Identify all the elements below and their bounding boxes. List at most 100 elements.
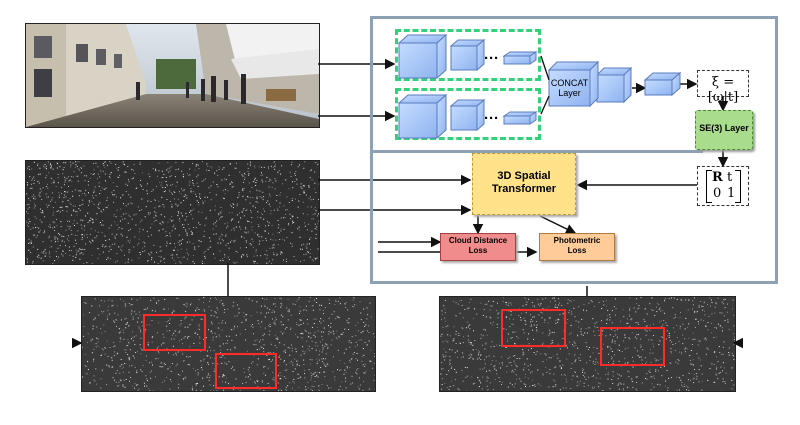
cloud-point [164, 216, 166, 218]
cloud-point [61, 253, 63, 255]
cloud-point [138, 257, 140, 259]
cloud-point [484, 303, 486, 305]
cloud-point [357, 359, 358, 361]
cloud-point [482, 368, 484, 370]
cloud-point [335, 337, 337, 339]
cloud-point [649, 329, 651, 331]
cloud-point [291, 200, 293, 202]
cloud-point [351, 358, 353, 360]
cloud-point [248, 370, 250, 372]
cloud-point [123, 203, 124, 205]
cloud-point [146, 324, 148, 326]
cloud-point [38, 182, 40, 184]
cloud-point [546, 371, 548, 373]
cloud-point [170, 381, 172, 383]
cloud-point [102, 349, 104, 351]
cloud-point [479, 368, 481, 370]
cloud-point [241, 255, 243, 257]
cloud-point [42, 211, 44, 213]
cloud-point [238, 195, 240, 197]
cloud-point [187, 337, 188, 339]
cloud-point [231, 212, 233, 214]
cloud-point [460, 357, 462, 359]
cloud-point [33, 183, 34, 184]
cloud-point [305, 330, 307, 332]
cloud-point [68, 240, 70, 242]
cloud-point [170, 166, 172, 168]
cloud-point [272, 244, 274, 246]
cloud-point [205, 218, 207, 220]
cloud-point [51, 182, 53, 184]
cloud-point [295, 198, 296, 200]
cloud-point [112, 194, 114, 196]
cloud-point [141, 185, 142, 187]
cloud-point [227, 308, 229, 310]
cloud-point [310, 206, 312, 208]
cloud-point [97, 248, 99, 250]
cloud-point [93, 169, 95, 171]
cloud-point [514, 343, 516, 344]
cloud-point [279, 342, 281, 344]
cloud-point [191, 233, 193, 235]
cloud-point [135, 352, 136, 353]
cloud-point [220, 212, 222, 214]
cloud-point [30, 240, 32, 242]
cloud-point [514, 362, 516, 364]
cloud-point [273, 161, 275, 163]
cloud-point [337, 349, 339, 351]
cloud-point [122, 338, 124, 340]
cloud-point [161, 366, 163, 368]
cloud-point [462, 380, 464, 382]
cloud-point [32, 260, 34, 262]
cloud-point [277, 171, 279, 173]
cloud-point [681, 351, 682, 353]
cloud-point [141, 321, 143, 323]
cloud-point [213, 370, 215, 372]
cloud-point [516, 358, 518, 359]
cloud-point [474, 308, 476, 310]
cloud-point [558, 318, 560, 320]
cloud-point [43, 232, 45, 234]
cloud-point [224, 309, 226, 310]
cloud-point [268, 359, 270, 361]
cloud-point [156, 185, 158, 187]
cloud-point [247, 220, 249, 222]
cloud-point [355, 335, 357, 337]
cloud-point [248, 174, 249, 176]
cloud-point [239, 390, 241, 391]
cloud-point [661, 336, 663, 338]
cloud-point [352, 306, 354, 307]
cloud-point [117, 169, 119, 171]
cloud-point [468, 307, 470, 309]
cloud-point [203, 235, 205, 237]
pose-vector-box [697, 70, 749, 97]
cloud-point [708, 316, 710, 317]
cloud-point [61, 235, 63, 237]
cloud-point [186, 173, 188, 175]
cloud-point [245, 382, 247, 383]
cloud-point [609, 314, 611, 316]
cloud-point [305, 305, 307, 307]
cloud-point [173, 332, 175, 334]
cloud-point [272, 378, 273, 380]
cloud-point [350, 342, 352, 344]
cloud-point [268, 232, 270, 234]
cloud-point [649, 303, 651, 305]
concat-layer-label: CONCAT Layer [550, 78, 589, 98]
cloud-point [270, 165, 272, 167]
cloud-point [198, 309, 200, 310]
cloud-point [40, 190, 42, 192]
cloud-point [74, 205, 76, 207]
cloud-point [194, 246, 196, 248]
cloud-point [297, 336, 299, 338]
cloud-point [316, 228, 318, 230]
cloud-point [237, 197, 239, 199]
cloud-point [479, 351, 480, 353]
cloud-point [340, 333, 342, 335]
cloud-point [194, 332, 196, 334]
cloud-point [271, 186, 273, 188]
cloud-point [292, 216, 294, 218]
cloud-point [89, 201, 90, 203]
cloud-point [107, 310, 109, 311]
cloud-point [584, 332, 586, 334]
